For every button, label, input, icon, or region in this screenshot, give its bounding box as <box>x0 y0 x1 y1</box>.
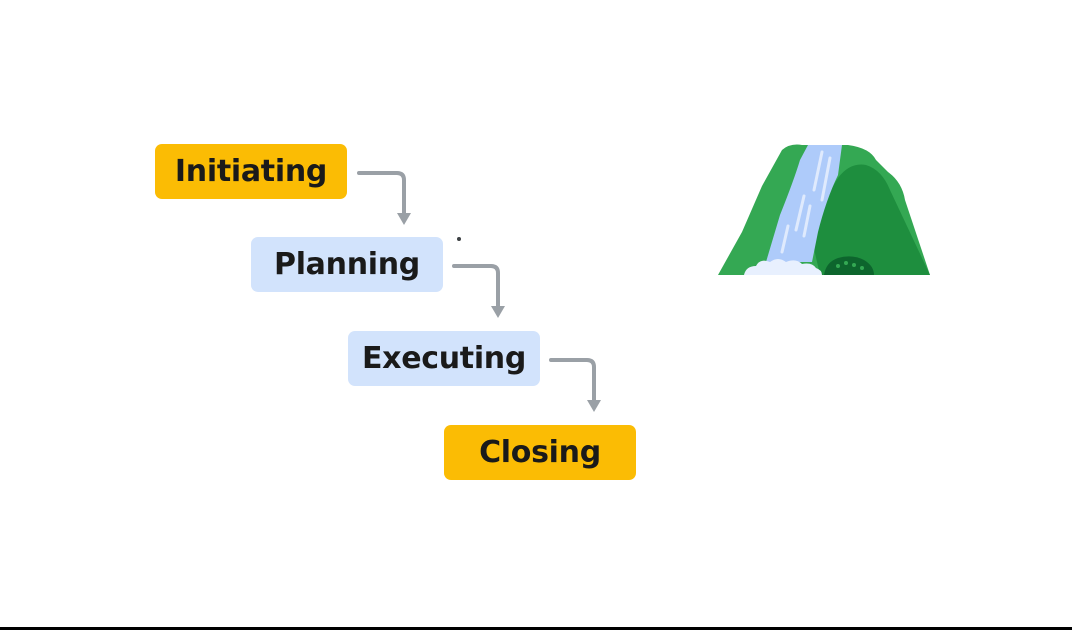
arrow-planning-to-executing <box>452 264 500 310</box>
water-foam <box>744 259 822 275</box>
cliff-dark <box>812 164 930 275</box>
bottom-divider <box>0 627 1072 630</box>
stray-dot <box>457 237 461 241</box>
arrowhead-3 <box>587 400 601 412</box>
phase-closing: Closing <box>444 425 636 480</box>
arrowhead-2 <box>491 306 505 318</box>
arrow-executing-to-closing <box>549 358 596 404</box>
arrowhead-1 <box>397 213 411 225</box>
phase-initiating: Initiating <box>155 144 347 199</box>
arrow-initiating-to-planning <box>357 171 406 217</box>
bush <box>824 256 874 275</box>
phase-executing: Executing <box>348 331 540 386</box>
phase-planning: Planning <box>251 237 443 292</box>
